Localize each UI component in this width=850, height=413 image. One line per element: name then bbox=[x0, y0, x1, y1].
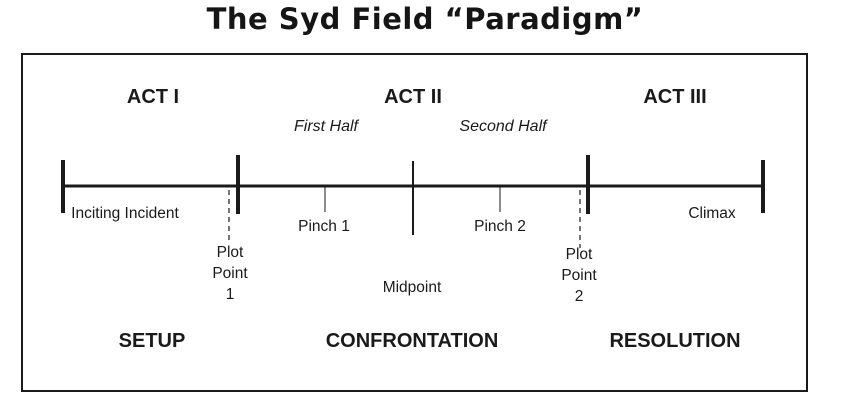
plot-point-2-label: Plot Point 2 bbox=[561, 246, 597, 305]
pinch-1-label: Pinch 1 bbox=[298, 218, 350, 235]
diagram-title: The Syd Field “Paradigm” bbox=[206, 2, 644, 36]
diagram-frame bbox=[21, 53, 808, 392]
act-3-label: ACT III bbox=[643, 86, 707, 108]
first-half-label: First Half bbox=[294, 118, 358, 135]
act-1-label: ACT I bbox=[126, 86, 180, 108]
resolution-label: RESOLUTION bbox=[609, 330, 741, 352]
act-2-label: ACT II bbox=[384, 86, 442, 108]
inciting-incident-label: Inciting Incident bbox=[71, 205, 179, 222]
plot-point-1-label: Plot Point 1 bbox=[212, 244, 248, 303]
midpoint-label: Midpoint bbox=[382, 279, 442, 296]
confrontation-label: CONFRONTATION bbox=[325, 330, 499, 352]
pinch-2-label: Pinch 2 bbox=[474, 218, 526, 235]
setup-label: SETUP bbox=[118, 330, 186, 352]
climax-label: Climax bbox=[688, 205, 736, 222]
second-half-label: Second Half bbox=[459, 118, 547, 135]
